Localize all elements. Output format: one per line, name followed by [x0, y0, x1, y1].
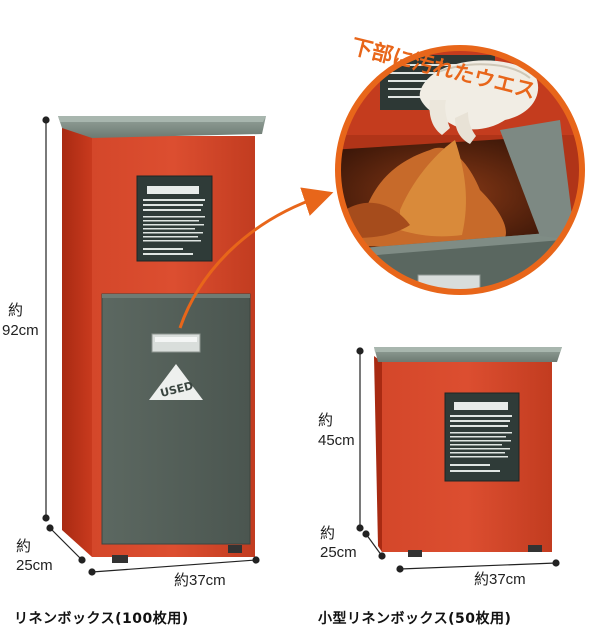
dimension-lines — [42, 116, 560, 576]
large-depth-prefix: 約 — [16, 538, 32, 555]
large-height-value: 92cm — [2, 322, 39, 339]
large-box-caption: リネンボックス(100枚用) — [14, 611, 189, 627]
zoom-detail-circle — [335, 45, 585, 295]
small-height-value: 45cm — [318, 432, 355, 449]
large-depth-value: 25cm — [16, 557, 53, 574]
small-width-label: 約37cm — [474, 571, 526, 588]
small-depth-value: 25cm — [320, 544, 357, 561]
small-depth-prefix: 約 — [320, 525, 336, 542]
large-height-prefix: 約 — [8, 302, 24, 319]
callout-arrow — [178, 187, 334, 329]
large-width-label: 約37cm — [174, 572, 226, 589]
small-height-prefix: 約 — [318, 412, 334, 429]
small-linen-box — [374, 347, 562, 557]
large-linen-box — [58, 116, 266, 563]
small-box-caption: 小型リネンボックス(50枚用) — [318, 611, 512, 627]
